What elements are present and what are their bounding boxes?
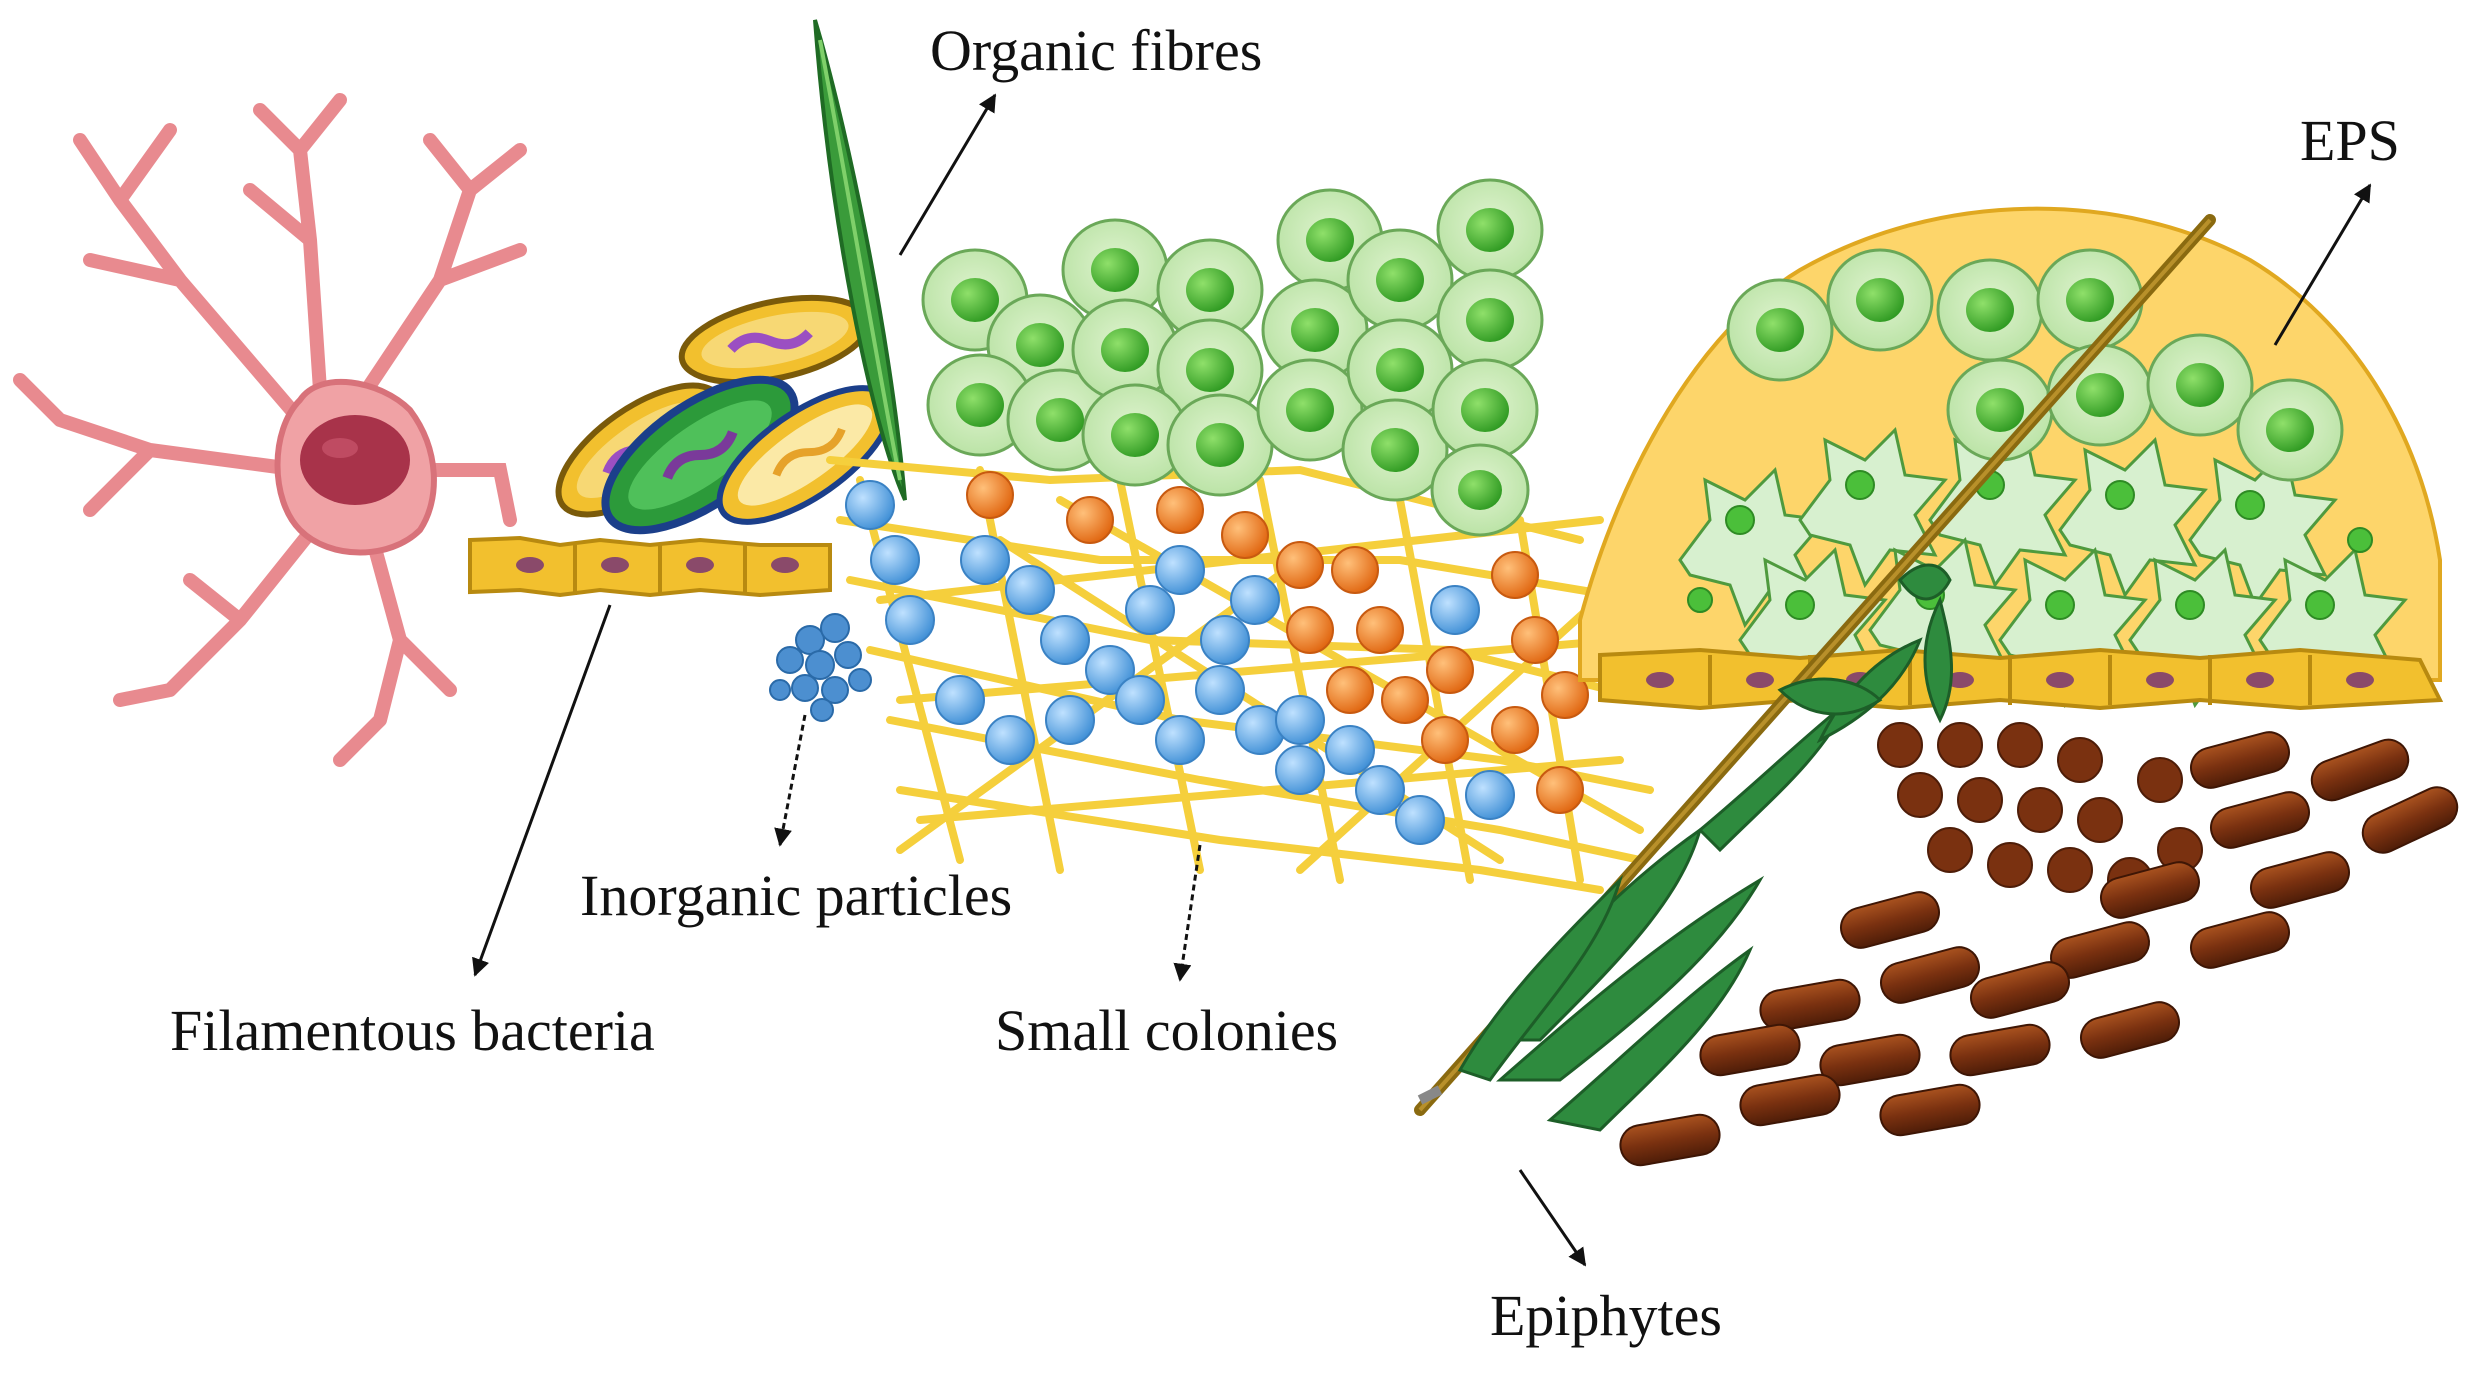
arrow-epiphytes [1518, 1169, 1587, 1267]
green-cell-cluster [921, 178, 1544, 537]
neuron-cell [13, 93, 527, 767]
label-epiphytes: Epiphytes [1490, 1283, 1722, 1348]
label-organic-fibres: Organic fibres [930, 18, 1262, 83]
label-eps: EPS [2300, 108, 2400, 173]
arrow-filamentous-bacteria [472, 604, 612, 977]
brown-rod-colony [1619, 722, 2459, 1167]
label-filamentous-bacteria: Filamentous bacteria [170, 998, 655, 1063]
orange-cell-colony [966, 471, 1589, 814]
arrow-inorganic-particles [774, 714, 807, 847]
inorganic-particle [769, 613, 872, 722]
arrows [472, 93, 2372, 1267]
blue-cell-colony [845, 480, 1515, 845]
cell-chain-left [468, 535, 832, 598]
bacteria-cluster [555, 294, 894, 535]
label-inorganic-particles: Inorganic particles [580, 863, 1012, 928]
arrow-small-colonies [1173, 844, 1202, 982]
neuron-nucleus [300, 415, 410, 505]
organic-fibre [813, 19, 907, 501]
label-small-colonies: Small colonies [995, 998, 1338, 1063]
epiphyte-plant [1414, 214, 2216, 1132]
arrow-organic-fibres [898, 93, 997, 256]
cell-chain-right [1598, 647, 2444, 711]
arrow-eps [2273, 183, 2372, 346]
